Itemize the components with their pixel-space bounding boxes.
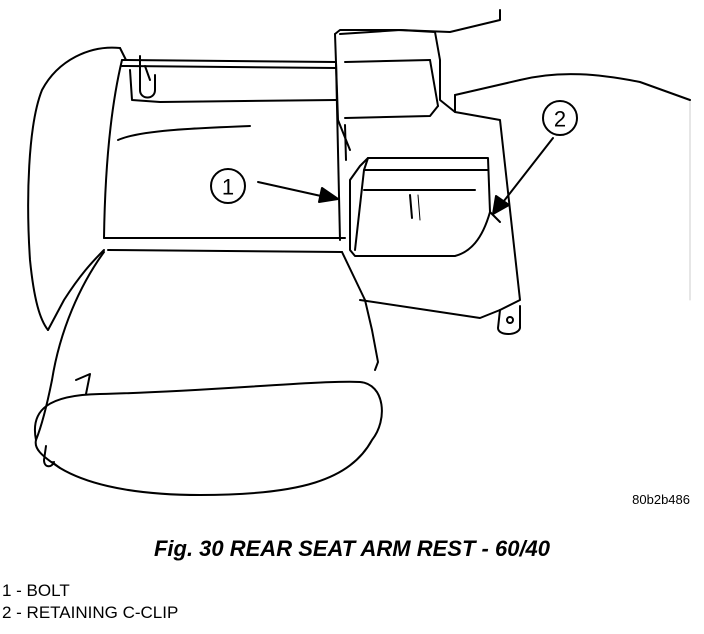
callout-2: 2 [492, 100, 578, 215]
legend-item-2: 2 - RETAINING C-CLIP [2, 603, 179, 622]
figure-code: 80b2b486 [632, 492, 690, 507]
left-bolster [27, 46, 127, 331]
seat-illustration: 1 2 [27, 9, 691, 496]
legend-item-1: 1 - BOLT [2, 581, 70, 600]
center-console-trim [334, 29, 456, 161]
seat-hook [139, 55, 156, 99]
arm-rest [349, 157, 501, 257]
left-seat-back [103, 59, 346, 253]
mounting-tab [497, 305, 521, 335]
seat-cushion [33, 251, 383, 496]
seat-back-right [339, 9, 691, 319]
figure-caption: Fig. 30 REAR SEAT ARM REST - 60/40 [153, 536, 551, 561]
callout-1-number: 1 [222, 175, 234, 200]
legend: 1 - BOLT 2 - RETAINING C-CLIP [2, 580, 178, 624]
callout-1: 1 [210, 168, 339, 204]
callout-2-number: 2 [554, 107, 566, 132]
